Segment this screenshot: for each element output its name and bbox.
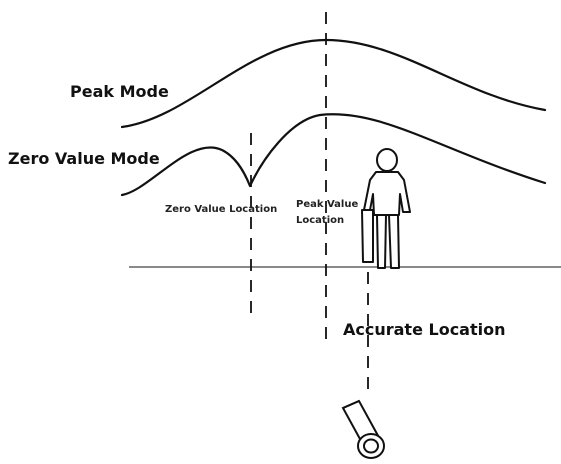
peak-value-location-label-line2: Location (296, 215, 344, 226)
accurate-location-label: Accurate Location (343, 320, 505, 339)
zero-value-mode-curve (120, 113, 547, 197)
person-icon (361, 148, 411, 269)
zero-value-location-label: Zero Value Location (165, 204, 277, 215)
peak-mode-label: Peak Mode (70, 82, 169, 101)
peak-value-location-label-line1: Peak Value (296, 199, 358, 210)
zero-value-mode-label: Zero Value Mode (8, 149, 160, 168)
pipe-icon (341, 399, 385, 459)
